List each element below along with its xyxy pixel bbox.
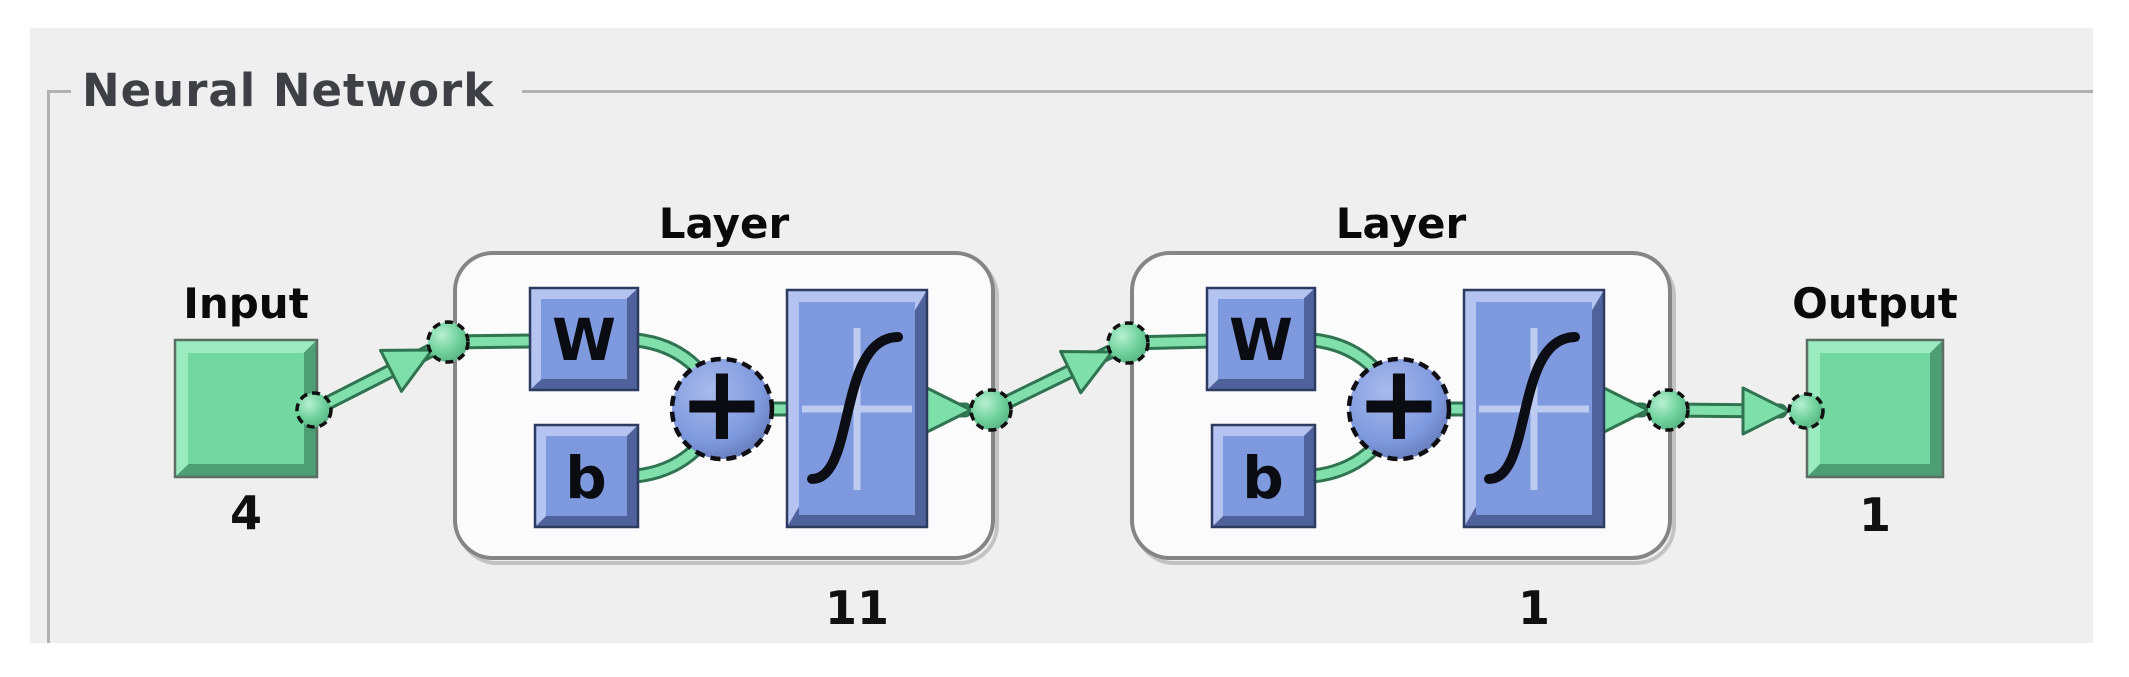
- layer2-size: 1: [1518, 581, 1550, 635]
- weight-label: W: [552, 306, 616, 374]
- input-size: 4: [230, 486, 262, 540]
- layer1-output-node-icon: [969, 388, 1013, 432]
- weight-block-layer1: W: [528, 286, 640, 392]
- output-block: [1805, 338, 1945, 479]
- layer1-size: 11: [825, 581, 889, 635]
- sum-symbol: +: [1355, 342, 1442, 464]
- neural-network-panel: Neural Network: [30, 28, 2093, 643]
- output-node-icon: [1787, 392, 1825, 430]
- layer1-label: Layer: [659, 199, 790, 248]
- output-label: Output: [1792, 279, 1958, 328]
- bias-block-layer2: b: [1210, 423, 1317, 529]
- sum-junction-layer2: +: [1346, 342, 1452, 464]
- weight-block-layer2: W: [1205, 286, 1317, 392]
- sigmoid-curve-icon: [1484, 332, 1580, 484]
- transfer-function-block-layer2: [1462, 288, 1606, 529]
- layer2-label: Layer: [1336, 199, 1467, 248]
- groupbox-border-left: [47, 90, 50, 643]
- connector-input-to-layer1: [306, 343, 438, 418]
- panel-title: Neural Network: [82, 64, 495, 117]
- network-diagram: W b + W: [173, 199, 1958, 635]
- input-node-icon: [295, 391, 333, 429]
- arrowhead-icon: [1741, 386, 1791, 436]
- weight-label: W: [1229, 306, 1293, 374]
- groupbox-border-tick: [47, 90, 71, 93]
- sum-symbol: +: [678, 342, 765, 464]
- bias-block-layer1: b: [533, 423, 640, 529]
- transfer-function-block-layer1: [785, 288, 929, 529]
- layer2-input-node-icon: [1106, 321, 1150, 365]
- output-size: 1: [1859, 488, 1891, 542]
- input-label: Input: [183, 279, 309, 328]
- sum-junction-layer1: +: [669, 342, 775, 464]
- layer1-input-node-icon: [426, 320, 470, 364]
- arrowhead-icon: [1059, 349, 1114, 395]
- bias-label: b: [565, 444, 607, 512]
- connector-layer1-to-layer2: [983, 344, 1118, 418]
- groupbox-border-top: [522, 90, 2093, 93]
- sigmoid-curve-icon: [807, 332, 903, 484]
- bias-label: b: [1242, 444, 1284, 512]
- arrowhead-icon: [379, 348, 434, 393]
- layer2-output-node-icon: [1646, 388, 1690, 432]
- input-block: [173, 338, 319, 479]
